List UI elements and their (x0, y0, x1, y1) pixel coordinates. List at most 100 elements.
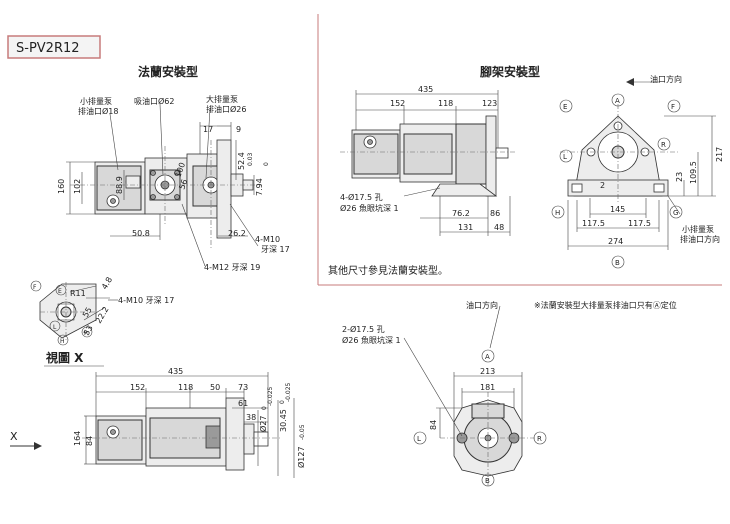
foot-letter-e: E (563, 103, 567, 111)
viewx-dim-22-2: 22.2 (94, 305, 111, 325)
flange-small-port-label-1: 小排量泵 (80, 96, 112, 106)
foot-holes-label-2: Ø26 魚眼坑深 1 (340, 203, 399, 213)
foot-oil-dir-label: 油口方向 (650, 74, 682, 84)
side-dim-30-45-tol0: 0 (279, 400, 286, 404)
viewx-dim-55: 55 (81, 306, 94, 319)
side-dim-118: 118 (178, 383, 193, 392)
viewx-title: 視圖 X (45, 350, 84, 365)
front-dim-84: 84 (429, 420, 438, 430)
foot-dim-435: 435 (418, 85, 433, 94)
front-holes-label-2: Ø26 魚眼坑深 1 (342, 335, 401, 345)
side-dim-27: Ø27 (258, 416, 268, 432)
foot-dim-274: 274 (608, 237, 623, 246)
foot-side-drawing (340, 90, 516, 236)
foot-dim-86: 86 (490, 209, 500, 218)
model-title: S-PV2R12 (16, 41, 80, 56)
front-letter-markers (413, 349, 547, 487)
foot-note: 其他尺寸參見法蘭安裝型。 (328, 264, 448, 277)
front-note: ※法蘭安裝型大排量泵排油口只有Ⓐ定位 (534, 300, 677, 310)
viewx-m10-label: 4-M10 牙深 17 (118, 296, 174, 305)
front-dim-181: 181 (480, 383, 495, 392)
foot-small-port-dir-1: 小排量泵 (682, 224, 714, 234)
side-dim-27-tol0: 0 (261, 406, 268, 410)
flange-dim-50-8: 50.8 (132, 229, 150, 238)
foot-dim-76-2: 76.2 (452, 209, 470, 218)
foot-dim-145: 145 (610, 205, 625, 214)
side-dim-38: 38 (246, 413, 256, 422)
side-dim-73: 73 (238, 383, 248, 392)
front-oil-dir-label: 油口方向 (466, 300, 498, 310)
flange-dim-7-94-tol0: 0 (263, 162, 270, 166)
front-letter-a: A (485, 353, 490, 361)
flange-small-port-label-2: 排油口Ø18 (78, 106, 118, 116)
foot-letter-markers (551, 93, 683, 269)
side-dim-127-tol: -0.05 (299, 424, 306, 440)
foot-dim-109-5: 109.5 (689, 161, 698, 184)
foot-letter-b: B (615, 259, 620, 267)
front-letter-r: R (537, 435, 542, 443)
side-dim-27-tol: -0.025 (267, 386, 274, 406)
side-view-drawing (10, 372, 295, 478)
foot-dim-131: 131 (458, 223, 473, 232)
flange-large-port-label-1: 大排量泵 (206, 94, 238, 104)
flange-dim-56: 56 (177, 178, 189, 191)
flange-dim-9: 9 (236, 125, 241, 134)
side-dim-30-45-tol: -0.025 (285, 382, 292, 402)
side-dim-61: 61 (238, 399, 248, 408)
flange-dim-26-2: 26.2 (228, 229, 246, 238)
side-dim-152: 152 (130, 383, 145, 392)
foot-dim-152: 152 (390, 99, 405, 108)
front-holes-label-1: 2-Ø17.5 孔 (342, 324, 385, 334)
flange-m12-label: 4-M12 牙深 19 (204, 263, 260, 272)
front-dim-213: 213 (480, 367, 495, 376)
foot-dim-48: 48 (494, 223, 504, 232)
flange-dim-160: 160 (57, 179, 66, 194)
flange-dim-88-9: 88.9 (115, 176, 124, 194)
foot-front-drawing (560, 78, 716, 250)
flange-dim-7-94-tol: 0.03 (247, 152, 254, 166)
viewx-dim-4-8: 4.8 (100, 275, 114, 291)
front-letter-l: L (417, 435, 421, 443)
flange-m10-label-1: 4-M10 (255, 235, 280, 244)
flange-title: 法蘭安裝型 (138, 64, 198, 79)
foot-dim-217: 217 (715, 147, 724, 162)
side-x-arrow-label: X (10, 430, 18, 443)
foot-letter-g: G (673, 209, 678, 217)
foot-dim-23: 23 (675, 172, 684, 182)
flange-dim-7-94: 7.94 (255, 178, 264, 196)
foot-dim-123: 123 (482, 99, 497, 108)
foot-dim-118: 118 (438, 99, 453, 108)
viewx-letter-f: F (33, 284, 37, 291)
front-view-drawing (403, 305, 536, 486)
foot-dim-117-5-a: 117.5 (582, 219, 605, 228)
foot-dim-117-5-b: 117.5 (628, 219, 651, 228)
side-dim-127: Ø127 (296, 446, 306, 468)
side-dim-50: 50 (210, 383, 220, 392)
side-dim-84: 84 (85, 436, 94, 446)
side-dim-30-45: 30.45 (279, 409, 288, 432)
front-letter-b: B (485, 477, 490, 485)
viewx-letter-h: H (60, 338, 65, 345)
flange-dim-52-4: 52.4 (237, 152, 246, 170)
foot-dim-2: 2 (600, 181, 605, 190)
viewx-drawing (30, 280, 118, 346)
foot-title: 腳架安裝型 (480, 64, 540, 79)
viewx-dim-53: 53 (82, 324, 95, 337)
viewx-letter-e: E (58, 288, 62, 295)
flange-m10-label-2: 牙深 17 (261, 245, 290, 254)
model-title-box (7, 35, 101, 59)
viewx-letter-r: R (84, 330, 88, 337)
flange-suction-label: 吸油口Ø62 (134, 96, 174, 106)
foot-letter-l: L (563, 153, 567, 161)
side-dim-164: 164 (73, 431, 82, 446)
foot-holes-label-1: 4-Ø17.5 孔 (340, 192, 383, 202)
side-dim-435: 435 (168, 367, 183, 376)
flange-large-port-label-2: 排油口Ø26 (206, 104, 246, 114)
flange-dim-102: 102 (73, 179, 82, 194)
foot-letter-h: H (555, 209, 560, 217)
flange-pump-view (66, 103, 262, 267)
viewx-dim-r11: R11 (70, 289, 86, 298)
foot-letter-r: R (661, 141, 666, 149)
